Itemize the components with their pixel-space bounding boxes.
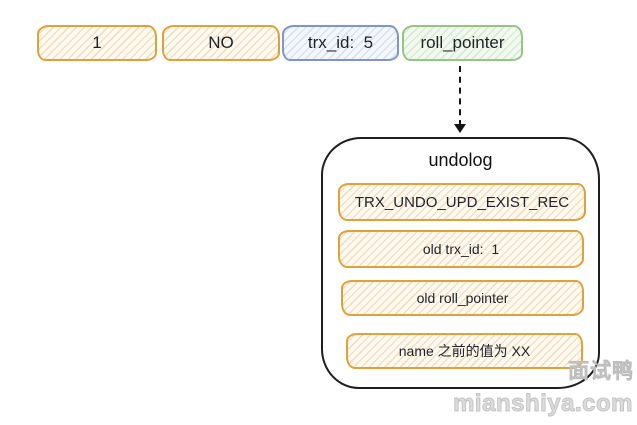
record-cell-roll-pointer-label: roll_pointer: [420, 33, 505, 52]
record-cell-trx-id: trx_id: 5: [282, 25, 399, 61]
undolog-container: undolog TRX_UNDO_UPD_EXIST_REC old trx_i…: [321, 137, 600, 389]
record-cell-value: 1: [37, 25, 157, 61]
record-cell-value-label: 1: [92, 33, 102, 52]
undolog-entry-old-name-value: name 之前的值为 XX: [346, 333, 583, 369]
undolog-entry-type-label: TRX_UNDO_UPD_EXIST_REC: [354, 193, 570, 211]
undolog-entry-old-roll-pointer-label: old roll_pointer: [416, 290, 509, 306]
record-cell-no: NO: [162, 25, 280, 61]
record-cell-trx-id-label: trx_id: 5: [307, 33, 374, 52]
arrow-down-icon: [454, 124, 466, 133]
undolog-entry-old-name-value-label: name 之前的值为 XX: [398, 343, 531, 359]
undolog-entry-type: TRX_UNDO_UPD_EXIST_REC: [338, 183, 586, 221]
roll-pointer-arrow-line: [459, 66, 461, 126]
undolog-entry-old-trx-id-label: old trx_id: 1: [422, 241, 500, 257]
record-cell-roll-pointer: roll_pointer: [402, 25, 523, 61]
undolog-entry-old-trx-id: old trx_id: 1: [338, 230, 584, 268]
undolog-entry-old-roll-pointer: old roll_pointer: [341, 280, 584, 316]
undolog-title: undolog: [428, 150, 493, 170]
record-cell-no-label: NO: [208, 33, 234, 52]
watermark-site: mianshiya.com: [453, 390, 633, 418]
watermark-brand: 面试鸭: [568, 360, 634, 384]
